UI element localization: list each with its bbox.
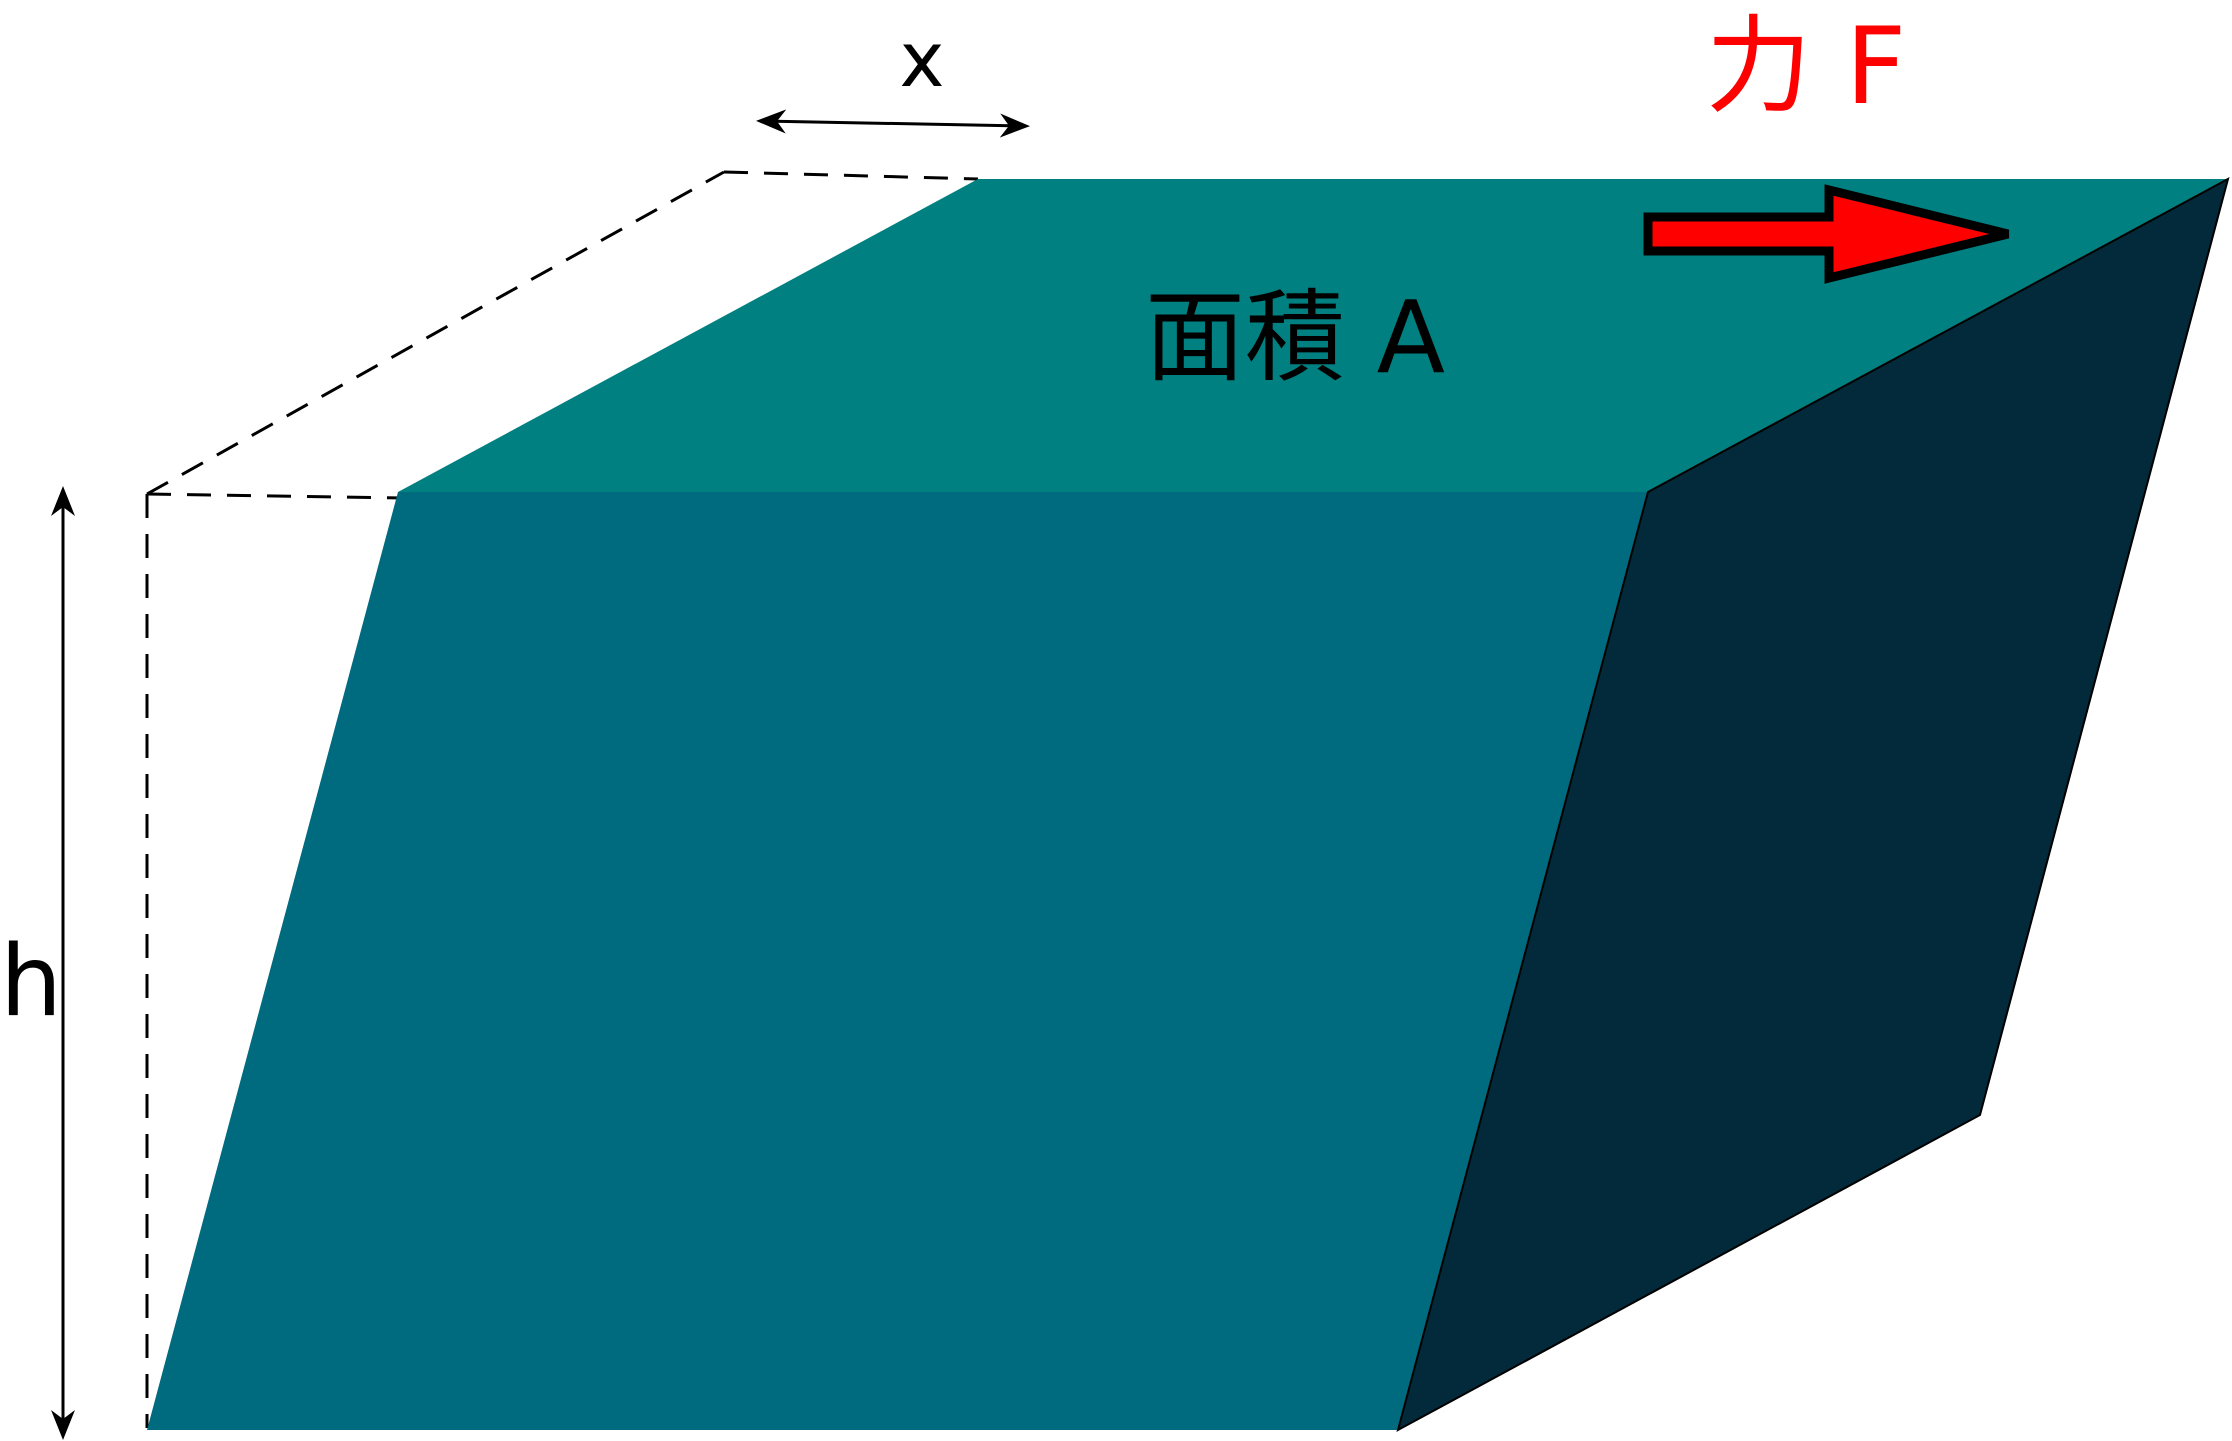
force-arrow <box>1643 184 2010 284</box>
side-face <box>1396 177 2230 1432</box>
original-shape-outline <box>145 170 979 1428</box>
original-top-left-edge <box>146 170 725 496</box>
shift-label: x <box>900 15 945 104</box>
area-label: 面積 A <box>1145 279 1445 396</box>
top-face <box>398 179 2228 492</box>
shift-dimension-arrow <box>756 109 1030 138</box>
height-label: h <box>0 925 62 1039</box>
original-top-front-edge <box>146 492 405 500</box>
force-label: 力 F <box>1706 5 1907 128</box>
front-face <box>147 492 1648 1430</box>
original-top-back-edge <box>723 170 979 181</box>
